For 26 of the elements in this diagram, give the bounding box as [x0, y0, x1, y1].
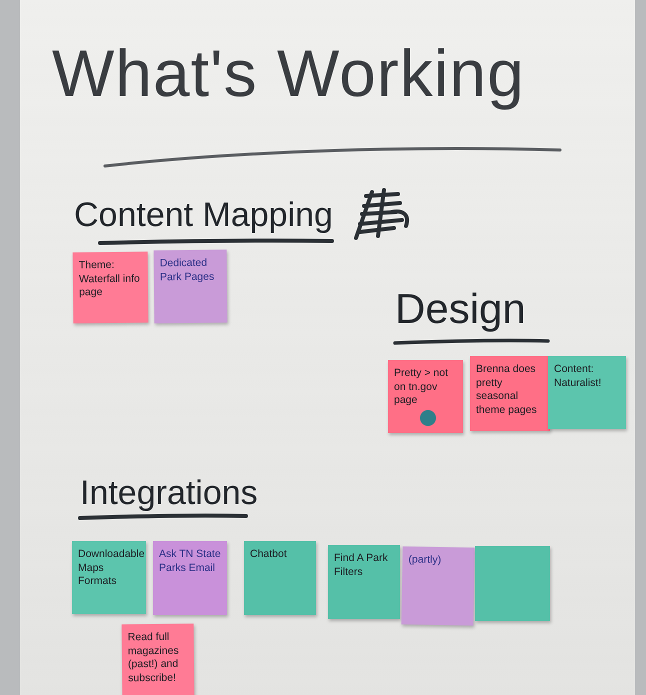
sticky-note — [470, 356, 550, 431]
sticky-note — [401, 546, 475, 626]
note-text: Brenna does pretty seasonal theme pages — [476, 363, 538, 418]
note-text: Find A Park Filters — [334, 552, 389, 580]
sticky-note — [548, 356, 626, 429]
note-text: Downloadable Maps Formats — [78, 548, 143, 589]
sticky-note — [475, 546, 550, 621]
note-text: Content: Naturalist! — [554, 363, 602, 390]
sticky-note — [154, 250, 228, 324]
note-text: Read full magazines (past!) and subscribe! — [128, 630, 180, 686]
sticky-note — [72, 252, 148, 324]
section-heading: Design — [395, 288, 526, 330]
note-text: Pretty > not on tn.gov page — [394, 367, 449, 408]
note-text: (partly) — [408, 553, 442, 568]
note-text: Theme: Waterfall info page — [78, 258, 141, 300]
section-heading: Integrations — [80, 476, 258, 510]
note-text: Ask TN State Parks Email — [159, 548, 222, 576]
sticky-note — [328, 545, 400, 619]
sticky-note — [72, 541, 146, 614]
sticky-note — [122, 624, 194, 695]
sticky-note — [244, 541, 316, 615]
note-text: Dedicated Park Pages — [160, 256, 216, 285]
section-heading: Content Mapping — [74, 198, 333, 232]
sticky-note — [388, 360, 463, 433]
note-text: Chatbot — [250, 548, 288, 562]
sticky-note — [153, 541, 227, 615]
